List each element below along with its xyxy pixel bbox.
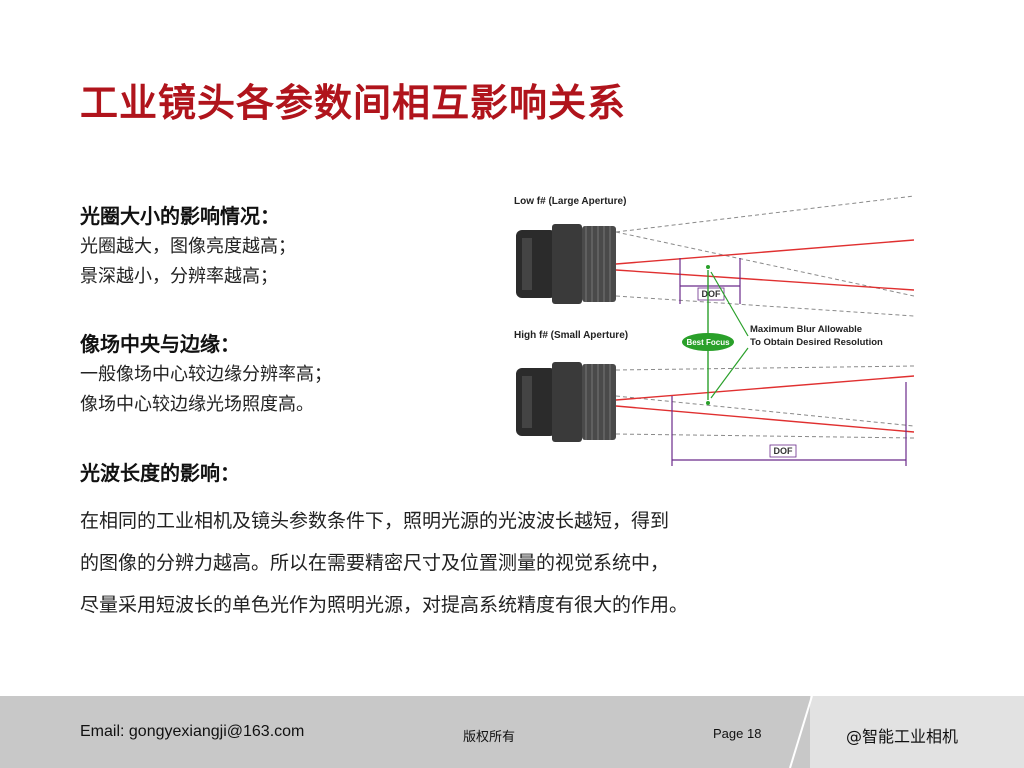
- dashed-ray: [615, 433, 915, 439]
- aperture-dof-figure: Low f# (Large Aperture) High f# (Small A…: [508, 186, 915, 472]
- wavelength-line-2: 的图像的分辨力越高。所以在需要精密尺寸及位置测量的视觉系统中，: [80, 552, 670, 574]
- aperture-dof-diagram: Low f# (Large Aperture) High f# (Small A…: [514, 195, 915, 466]
- dashed-ray: [615, 365, 915, 371]
- red-ray: [615, 239, 915, 265]
- dashed-ray: [615, 295, 915, 317]
- dof-label-top: DOF: [702, 289, 722, 299]
- wavelength-paragraph: 在相同的工业相机及镜头参数条件下，照明光源的光波波长越短，得到 的图像的分辨力越…: [80, 500, 940, 626]
- footer-brand-panel: [810, 696, 1024, 768]
- lens-top-icon: [516, 224, 616, 304]
- slide-title: 工业镜头各参数间相互影响关系: [80, 81, 627, 125]
- footer-brand: @智能工业相机: [846, 727, 959, 746]
- section-heading-field: 像场中央与边缘：: [80, 332, 240, 356]
- dof-label-bottom: DOF: [774, 446, 794, 456]
- blur-label-line2: To Obtain Desired Resolution: [750, 337, 883, 348]
- blur-label-line1: Maximum Blur Allowable: [750, 324, 862, 335]
- blur-arrow: [710, 271, 749, 337]
- field-line-1: 一般像场中心较边缘分辨率高；: [80, 364, 332, 385]
- aperture-line-1: 光圈越大，图像亮度越高；: [80, 236, 296, 257]
- red-ray: [615, 405, 915, 433]
- field-line-2: 像场中心较边缘光场照度高。: [80, 394, 314, 415]
- blur-arrow: [710, 347, 749, 399]
- red-ray: [615, 375, 915, 401]
- footer-page-number: Page 18: [713, 726, 762, 741]
- focus-point: [706, 265, 710, 269]
- section-heading-aperture: 光圈大小的影响情况：: [80, 204, 280, 228]
- wavelength-line-3: 尽量采用短波长的单色光作为照明光源，对提高系统精度有很大的作用。: [80, 594, 689, 616]
- label-high-fnumber: High f# (Small Aperture): [514, 330, 628, 341]
- lens-bottom-icon: [516, 362, 616, 442]
- dashed-ray: [615, 195, 915, 233]
- wavelength-line-1: 在相同的工业相机及镜头参数条件下，照明光源的光波波长越短，得到: [80, 510, 670, 532]
- footer-divider: [789, 696, 813, 768]
- footer-bar: Email: gongyexiangji@163.com 版权所有 Page 1…: [0, 696, 1024, 768]
- red-ray: [615, 269, 915, 291]
- section-heading-wavelength: 光波长度的影响：: [80, 461, 240, 485]
- aperture-line-2: 景深越小，分辨率越高；: [80, 266, 278, 287]
- best-focus-label: Best Focus: [686, 338, 730, 347]
- best-focus-badge: [682, 333, 734, 351]
- footer-copyright: 版权所有: [463, 730, 516, 745]
- footer-email: Email: gongyexiangji@163.com: [80, 723, 305, 740]
- dashed-ray: [615, 231, 915, 297]
- focus-point: [706, 401, 710, 405]
- dashed-ray: [615, 395, 915, 427]
- label-low-fnumber: Low f# (Large Aperture): [514, 196, 626, 207]
